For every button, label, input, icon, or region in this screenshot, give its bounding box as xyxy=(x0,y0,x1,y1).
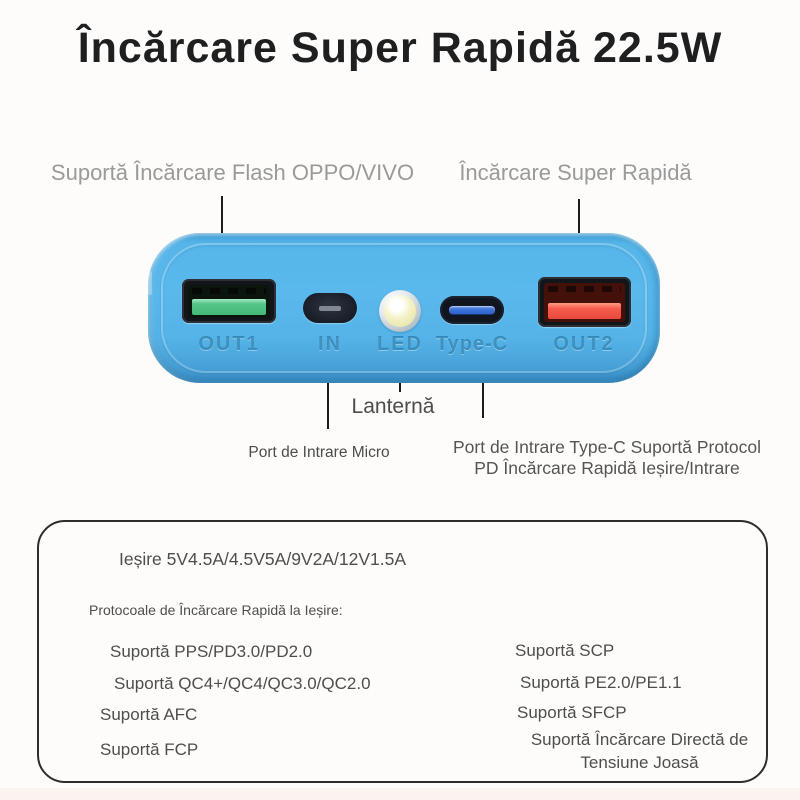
device-side-seam xyxy=(148,271,152,295)
port-label-in: IN xyxy=(318,333,342,355)
output-ratings: Ieșire 5V4.5A/4.5V5A/9V2A/12V1.5A xyxy=(119,549,406,569)
note-flashlight: Lanternă xyxy=(351,395,435,418)
usb-out2-cavity xyxy=(544,283,625,322)
protocols-heading: Protocoale de Încărcare Rapidă la Ieșire… xyxy=(89,602,343,618)
protocol-item-pd: Suportă PPS/PD3.0/PD2.0 xyxy=(110,642,313,661)
protocol-item-low-voltage-direct: Suportă Încărcare Directă de Tensiune Jo… xyxy=(530,730,749,772)
bottom-tint-strip xyxy=(0,788,800,800)
power-bank-photo: OUT1 IN LED Type-C OUT2 xyxy=(148,233,660,383)
usb-out2-contacts xyxy=(548,286,621,292)
device-molded-ridge xyxy=(161,243,647,373)
usb-out2-red-tongue xyxy=(548,303,621,319)
usb-c-port xyxy=(440,296,504,324)
usb-a-port-out1 xyxy=(182,279,276,323)
protocol-item-afc: Suportă AFC xyxy=(100,705,198,724)
callout-flash-charging-oppo-vivo: Suportă Încărcare Flash OPPO/VIVO xyxy=(50,160,415,185)
led-flashlight xyxy=(379,290,421,332)
note-micro-input-port: Port de Intrare Micro xyxy=(248,444,390,461)
note-typec-line2: PD Încărcare Rapidă Ieșire/Intrare xyxy=(474,458,740,478)
protocol-item-scp: Suportă SCP xyxy=(515,641,615,660)
led-lens xyxy=(384,295,416,327)
note-typec-input-port: Port de Intrare Type-C Suportă Protocol … xyxy=(446,437,768,479)
protocol-item-sfcp: Suportă SFCP xyxy=(517,703,627,722)
usb-a-port-out2 xyxy=(538,277,631,327)
usb-out1-cavity xyxy=(188,285,270,318)
usb-c-tongue xyxy=(449,306,495,315)
protocol-item-pe: Suportă PE2.0/PE1.1 xyxy=(520,673,682,692)
port-label-led: LED xyxy=(377,333,423,355)
usb-out1-contacts xyxy=(192,288,266,294)
micro-usb-port xyxy=(303,293,357,323)
usb-out1-green-tongue xyxy=(192,299,266,315)
protocol-item-fcp: Suportă FCP xyxy=(100,740,199,759)
micro-usb-contact-strip xyxy=(319,306,341,311)
port-label-typec: Type-C xyxy=(435,333,509,355)
note-typec-line1: Port de Intrare Type-C Suportă Protocol xyxy=(452,437,762,457)
port-label-out2: OUT2 xyxy=(553,333,615,355)
page-title: Încărcare Super Rapidă 22.5W xyxy=(77,24,723,72)
callout-super-fast-charging: Încărcare Super Rapidă xyxy=(459,160,692,185)
port-label-out1: OUT1 xyxy=(198,333,260,355)
protocol-item-qc: Suportă QC4+/QC4/QC3.0/QC2.0 xyxy=(114,674,371,693)
specs-panel: Ieșire 5V4.5A/4.5V5A/9V2A/12V1.5A Protoc… xyxy=(37,520,768,783)
